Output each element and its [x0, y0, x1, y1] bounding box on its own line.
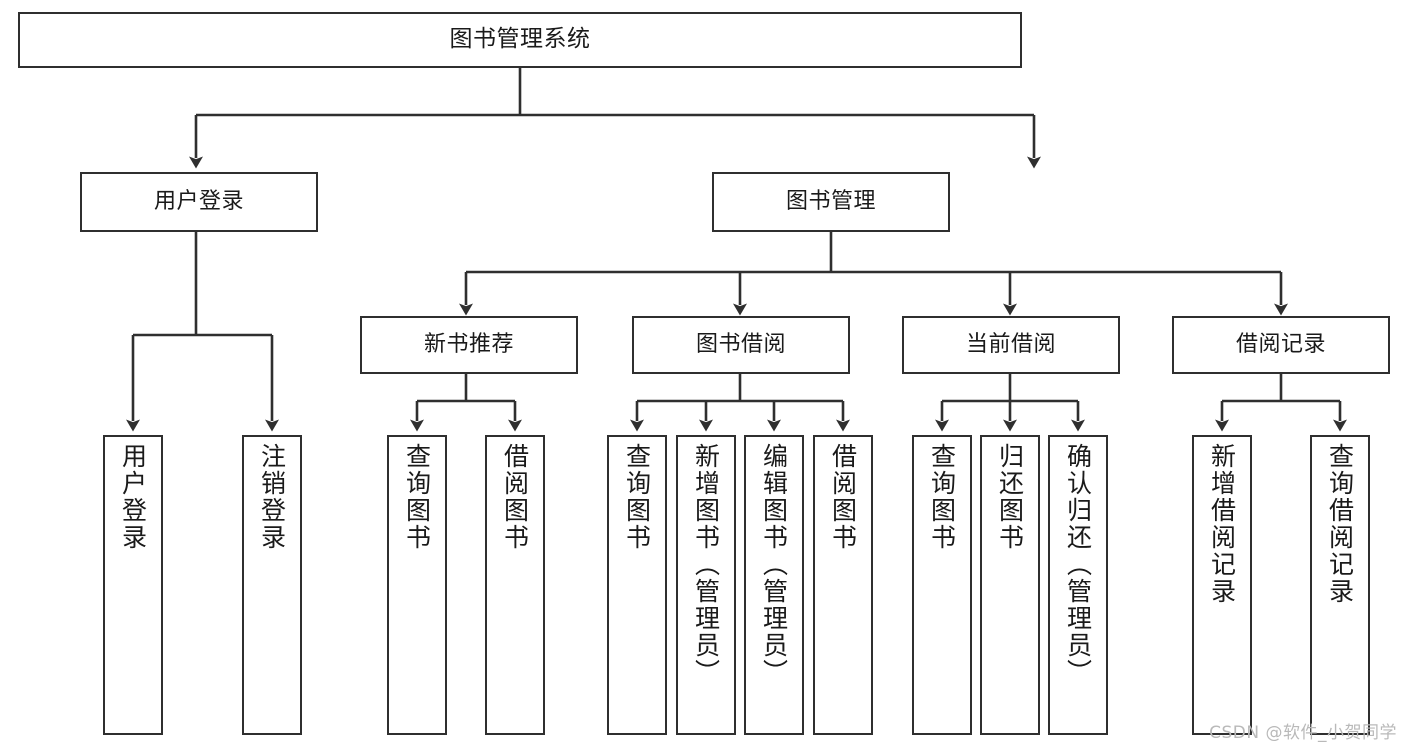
leaf-user-login-login[interactable]: 用户登录	[103, 435, 163, 735]
node-borrow-records[interactable]: 借阅记录	[1172, 316, 1390, 374]
node-label: 查询借阅记录	[1325, 443, 1355, 605]
node-label: 查询图书	[402, 443, 432, 551]
node-new-book-recommend[interactable]: 新书推荐	[360, 316, 578, 374]
node-label: 查询图书	[927, 443, 957, 551]
leaf-current-query-book[interactable]: 查询图书	[912, 435, 972, 735]
node-label: 新增借阅记录	[1207, 443, 1237, 605]
node-label: 图书管理	[785, 188, 876, 214]
node-root-system[interactable]: 图书管理系统	[18, 12, 1022, 68]
node-label: 借阅图书	[828, 443, 858, 551]
leaf-borrow-add-book-admin[interactable]: 新增图书（管理员）	[676, 435, 736, 735]
leaf-records-add-record[interactable]: 新增借阅记录	[1192, 435, 1252, 735]
node-label: 图书管理系统	[449, 26, 591, 53]
node-label: 借阅图书	[500, 443, 530, 551]
leaf-current-confirm-return-admin[interactable]: 确认归还（管理员）	[1048, 435, 1108, 735]
node-label: 用户登录	[153, 188, 244, 214]
node-label: 借阅记录	[1235, 331, 1326, 357]
leaf-borrow-borrow-book[interactable]: 借阅图书	[813, 435, 873, 735]
node-user-login[interactable]: 用户登录	[80, 172, 318, 232]
node-label: 新增图书（管理员）	[691, 443, 721, 686]
node-label: 当前借阅	[965, 331, 1056, 357]
leaf-records-query-record[interactable]: 查询借阅记录	[1310, 435, 1370, 735]
leaf-user-login-logout[interactable]: 注销登录	[242, 435, 302, 735]
node-book-borrow[interactable]: 图书借阅	[632, 316, 850, 374]
node-label: 注销登录	[257, 443, 287, 551]
node-label: 归还图书	[995, 443, 1025, 551]
node-label: 编辑图书（管理员）	[759, 443, 789, 686]
node-book-management[interactable]: 图书管理	[712, 172, 950, 232]
leaf-borrow-edit-book-admin[interactable]: 编辑图书（管理员）	[744, 435, 804, 735]
leaf-borrow-query-book[interactable]: 查询图书	[607, 435, 667, 735]
node-label: 用户登录	[118, 443, 148, 551]
leaf-current-return-book[interactable]: 归还图书	[980, 435, 1040, 735]
node-label: 图书借阅	[695, 331, 786, 357]
node-label: 确认归还（管理员）	[1063, 443, 1093, 686]
csdn-watermark: CSDN @软件_小贺同学	[1209, 723, 1397, 743]
leaf-recommend-query-book[interactable]: 查询图书	[387, 435, 447, 735]
node-label: 查询图书	[622, 443, 652, 551]
node-label: 新书推荐	[423, 331, 514, 357]
leaf-recommend-borrow-book[interactable]: 借阅图书	[485, 435, 545, 735]
node-current-borrow[interactable]: 当前借阅	[902, 316, 1120, 374]
